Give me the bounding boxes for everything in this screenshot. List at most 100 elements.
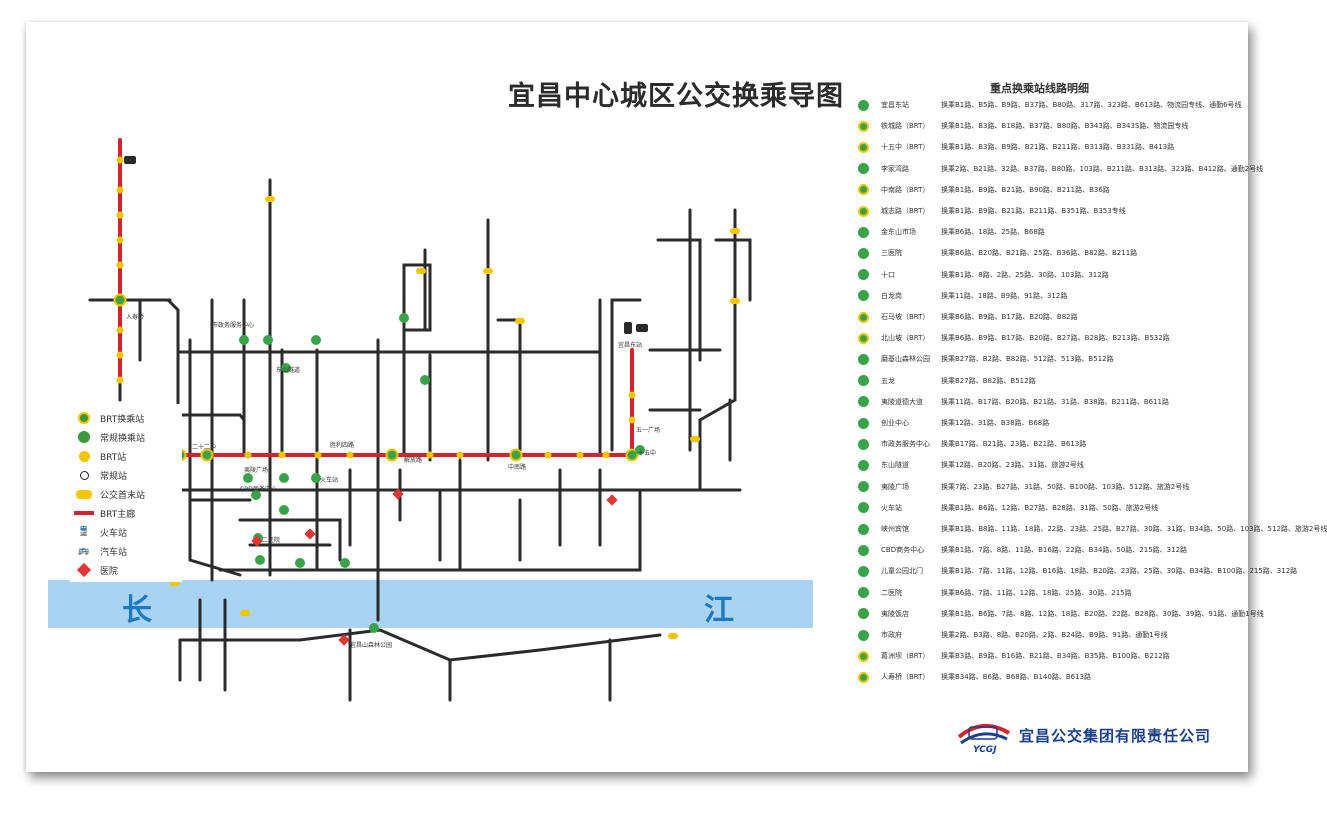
transfer-row: 夷陵道德大道 换乘11路、B17路、B20路、B21路、31路、B38路、B211… (858, 393, 1169, 411)
transfer-station-name: 白龙岗 (881, 291, 902, 300)
transfer-row: 石马坡（BRT） 换乘B6路、B9路、B17路、B20路、B82路 (858, 308, 1078, 326)
transfer-routes: 换乘B1路、B5路、B9路、B37路、B80路、317路、323路、B613路、… (941, 101, 1242, 109)
river-label-2: 江 (704, 593, 734, 628)
transfer-row: 创业中心换乘12路、31路、B38路、B68路 (858, 414, 1049, 432)
transfer-row: 李家湾路换乘2路、B21路、32路、B37路、B80路、103路、B211路、B… (858, 160, 1263, 178)
transfer-station-name: 市政府 (881, 631, 902, 639)
transfer-routes: 换乘11路、18路、B9路、91路、312路 (941, 291, 1068, 300)
transfer-station-name: 铁城路（BRT） (881, 122, 930, 131)
transfer-row: 市政务服务中心换乘B17路、B21路、23路、B21路、B613路 (858, 435, 1086, 453)
legend-item: BRT站 (74, 448, 126, 464)
map-label-15zhong: 十五中 (638, 450, 657, 457)
transfer-row: 城志路（BRT） 换乘B1路、B9路、B21路、B211路、B351路、B353专… (858, 202, 1126, 220)
transfer-routes: 换乘B1路、7路、8路、11路、B16路、22路、B34路、50路、215路、3… (941, 546, 1188, 555)
transfer-routes: 换乘B1路、7路、11路、12路、B16路、18路、B20路、23路、25路、3… (941, 567, 1298, 576)
transfer-row: 金东山市场换乘B6路、18路、25路、B68路 (858, 223, 1045, 241)
map-poster (26, 22, 1248, 772)
transfer-routes: 换乘B1路、8路、2路、25路、30路、103路、312路 (941, 270, 1109, 279)
transfer-station-name: 磨基山森林公园 (881, 355, 930, 364)
transfer-routes: 换乘B1路、B3路、B9路、B21路、B211路、B313路、B331路、B41… (941, 143, 1175, 152)
hub-icon (858, 459, 869, 471)
hub-icon (858, 417, 869, 429)
transfer-row: 峡州宾馆 换乘B1路、B8路、11路、18路、22路、23路、25路、B27路、3… (858, 520, 1327, 538)
transfer-station-name: 夷陵饭店 (881, 609, 909, 618)
legend-item: BRT换乘站 (74, 410, 144, 426)
brt-line-icon (74, 511, 94, 515)
map-label-shengli-4: 胜利四路 (330, 442, 355, 449)
legend-item: 🚌汽车站 (74, 543, 127, 559)
hub-icon (858, 269, 869, 281)
map-label-cbd: CBD商务中心 (240, 486, 277, 493)
transfer-station-name: 十五中（BRT） (881, 143, 930, 152)
brt-stop-icon (78, 450, 90, 462)
transfer-routes: 换乘2路、B3路、8路、B20路、2路、B24路、B9路、91路、通勤1号线 (941, 631, 1168, 639)
transfer-station-name: 十口 (881, 270, 895, 279)
transfer-station-name: 石马坡（BRT） (881, 313, 930, 321)
transfer-row: 北山坡（BRT）换乘B6路、B9路、B17路、B20路、B27路、B28路、B2… (858, 329, 1170, 347)
transfer-row: 葛洲坝（BRT）换乘B3路、B9路、B16路、B21路、B34路、B35路、B1… (858, 647, 1170, 665)
transfer-row: CBD商务中心换乘B1路、7路、8路、11路、B16路、22路、B34路、50路… (858, 541, 1187, 559)
bus-icon: 🚌 (78, 546, 90, 556)
map-label-zhongnan-rd: 中南路 (508, 464, 527, 471)
hub-icon (858, 396, 869, 408)
hub-icon (858, 565, 869, 577)
transfer-row: 铁城路（BRT） 换乘B1路、B3路、B18路、B37路、B80路、B343路、B… (858, 117, 1188, 135)
brt-hub-icon (78, 412, 90, 424)
transfer-routes: 换乘7路、23路、B27路、31路、50路、B100路、103路、512路、旅游… (941, 482, 1190, 491)
transfer-routes: 换乘B6路、B9路、B17路、B20路、B27路、B28路、B213路、B532… (941, 334, 1170, 343)
transfer-row: 火车站换乘B1路、B6路、12路、B27路、B28路、31路、50路、旅游2号线 (858, 499, 1158, 517)
map-label-train-station: 火车站 (320, 477, 339, 484)
transfer-row: 人寿桥（BRT）换乘B34路、B6路、B68路、B140路、B613路 (858, 668, 1091, 686)
transfer-routes: 换乘B1路、B6路、7路、8路、12路、18路、B20路、22路、B28路、30… (941, 609, 1264, 618)
brt-hub-icon (858, 141, 869, 153)
legend-item: 常规站 (74, 467, 127, 483)
brt-hub-icon (858, 671, 869, 683)
transfer-row: 夷陵饭店 换乘B1路、B6路、7路、8路、12路、18路、B20路、22路、B28… (858, 605, 1264, 623)
map-legend: BRT换乘站 常规换乘站 BRT站 常规站 公交首末站 BRT主廊 🚆火车站 🚌… (70, 404, 182, 582)
hub-icon (858, 523, 869, 535)
transfer-routes: 换乘B1路、B3路、B18路、B37路、B80路、B343路、B343S路、物流… (941, 122, 1189, 131)
brt-hub-icon (858, 184, 869, 196)
transfer-routes: 换乘B1路、B9路、B21路、B211路、B351路、B353专线 (941, 207, 1126, 215)
map-label-jiefang-rd: 解放路 (404, 457, 423, 464)
transfer-row: 白龙岗 换乘11路、18路、B9路、91路、312路 (858, 287, 1067, 305)
transfer-routes: 换乘B27路、B2路、B82路、512路、513路、B512路 (941, 355, 1114, 364)
transfer-row: 东山隧道换乘12路、B20路、23路、31路、旅游2号线 (858, 456, 1084, 474)
brt-hub-icon (858, 332, 869, 344)
transfer-station-name: 峡州宾馆 (881, 525, 909, 533)
hub-icon (858, 247, 869, 259)
transfer-row: 二医院换乘B6路、7路、11路、12路、18路、25路、30路、215路 (858, 584, 1132, 602)
transfer-routes: 换乘12路、B20路、23路、31路、旅游2号线 (941, 461, 1084, 470)
hub-icon (858, 163, 869, 175)
map-label-hospital-2: 二医院 (262, 537, 281, 544)
hub-icon (78, 431, 90, 443)
transfer-routes: 换乘11路、B17路、B20路、B21路、31路、B38路、B211路、B611… (941, 397, 1169, 406)
brt-hub-icon (858, 205, 869, 217)
transfer-row: 十五中（BRT） 换乘B1路、B3路、B9路、B21路、B211路、B313路、B… (858, 138, 1174, 156)
transfer-station-name: 城志路（BRT） (881, 207, 930, 215)
legend-item: 公交首末站 (74, 486, 145, 502)
transfer-routes: 换乘12路、31路、B38路、B68路 (941, 419, 1050, 427)
legend-item: BRT主廊 (74, 505, 135, 521)
transfer-routes: 换乘B6路、B20路、B21路、25路、B36路、B82路、B211路 (941, 249, 1138, 258)
svg-text:YCGJ: YCGJ (973, 745, 997, 755)
map-label-forest-park: 宜昌山森林公园 (350, 642, 393, 649)
transfer-station-name: 三医院 (881, 249, 902, 258)
transfer-row: 市政府 换乘2路、B3路、8路、B20路、2路、B24路、B9路、91路、通勤1号… (858, 626, 1168, 644)
transfer-routes: 换乘B6路、18路、25路、B68路 (941, 228, 1045, 237)
transfer-row: 夷陵广场换乘7路、23路、B27路、31路、50路、B100路、103路、512… (858, 478, 1189, 496)
transfer-routes: 换乘B1路、B8路、11路、18路、22路、23路、25路、B27路、30路、3… (941, 525, 1327, 533)
transfer-station-name: 夷陵道德大道 (881, 397, 923, 406)
transfer-row: 中南路（BRT）换乘B1路、B9路、B21路、B90路、B211路、B36路 (858, 181, 1110, 199)
hub-icon (858, 502, 869, 514)
river-label-1: 长 (122, 593, 152, 628)
transfer-station-name: 五龙 (881, 376, 895, 385)
yangtze-river (48, 580, 813, 628)
map-title: 宜昌中心城区公交换乘导图 (508, 81, 844, 112)
transfer-routes: 换乘B6路、7路、11路、12路、18路、25路、30路、215路 (941, 588, 1132, 597)
map-label-yichang-east: 宜昌东站 (618, 342, 643, 349)
transfer-station-name: 中南路（BRT） (881, 185, 930, 194)
hub-icon (858, 544, 869, 556)
hub-icon (858, 99, 869, 111)
transfer-routes: 换乘B6路、B9路、B17路、B20路、B82路 (941, 313, 1078, 321)
